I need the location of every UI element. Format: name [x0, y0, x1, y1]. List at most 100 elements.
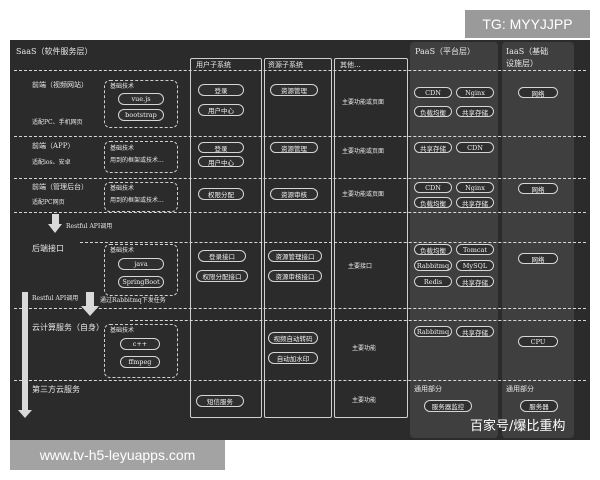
restful-api-label-2: Restful API调用	[32, 295, 79, 302]
web-other-label: 主要功能或页面	[342, 99, 385, 106]
other-header: 其他...	[340, 61, 361, 69]
admin-paas-shared-storage: 共享存储	[456, 197, 494, 208]
iaas-network: 网络	[518, 87, 558, 98]
cloud-compute-title: 云计算服务（自身）	[32, 323, 104, 332]
app-user-login: 登录	[198, 142, 244, 153]
paas-header: PaaS（平台层）	[415, 47, 476, 56]
admin-tech-label: 基础技术	[110, 185, 135, 192]
cloud-tech-group	[104, 324, 178, 378]
paas-nginx: Nginx	[456, 87, 494, 98]
resource-subsystem-header: 资源子系统	[268, 61, 303, 69]
iaas-panel	[502, 42, 574, 438]
cloud-other-label: 主要功能	[352, 345, 377, 352]
down-arrow	[52, 214, 59, 224]
iaas-header-line2: 设施层）	[506, 59, 538, 68]
iaas-common-label: 通用部分	[506, 385, 534, 393]
backend-paas-load-balancer: 负载均衡	[414, 244, 452, 255]
architecture-diagram: SaaS（软件服务层） 用户子系统 资源子系统 其他... PaaS（平台层） …	[10, 40, 590, 440]
row-separator	[14, 308, 586, 309]
user-center: 用户中心	[198, 104, 244, 116]
user-login: 登录	[198, 84, 244, 96]
resource-review-api: 资源审核接口	[268, 270, 322, 282]
row-separator	[14, 178, 586, 179]
paas-common-label: 通用部分	[414, 385, 442, 393]
rabbitmq-dispatch-label: 通过Rabbitmq下发任务	[100, 297, 166, 304]
backend-paas-rabbitmq: Rabbitmq	[414, 260, 452, 271]
app-resource-management: 资源管理	[270, 142, 318, 153]
tech-cpp: c++	[120, 338, 160, 350]
app-paas-cdn: CDN	[456, 142, 494, 153]
restful-api-label-1: Restful API调用	[66, 223, 113, 230]
backend-paas-shared-storage: 共享存储	[456, 276, 494, 287]
row-separator	[14, 136, 586, 137]
backend-iaas-network: 网络	[518, 253, 558, 264]
user-subsystem-column	[190, 58, 262, 418]
user-subsystem-header: 用户子系统	[196, 61, 231, 69]
admin-paas-nginx: Nginx	[456, 182, 494, 193]
admin-tech-group	[104, 182, 178, 212]
admin-paas-load-balancer: 负载均衡	[414, 197, 452, 208]
app-paas-shared-storage: 共享存储	[414, 142, 452, 153]
web-tech-label: 基础技术	[110, 83, 135, 90]
third-party-other-label: 主要功能	[352, 397, 377, 404]
admin-paas-cdn: CDN	[414, 182, 452, 193]
app-tech-label: 基础技术	[110, 145, 135, 152]
cloud-paas-rabbitmq: Rabbitmq	[414, 326, 452, 337]
video-auto-transcode: 视频自动转码	[268, 332, 318, 344]
backend-paas-tomcat: Tomcat	[456, 244, 494, 255]
admin-framework-label: 用到的框架或技术...	[110, 197, 164, 204]
backend-tech-label: 基础技术	[110, 247, 135, 254]
login-api: 登录接口	[198, 250, 246, 262]
cloud-iaas-cpu: CPU	[518, 336, 558, 347]
row-separator	[130, 320, 586, 321]
paas-cdn: CDN	[414, 87, 452, 98]
watermark-text: 百家号/爆比重构	[470, 419, 566, 434]
resource-management-api: 资源管理接口	[268, 250, 322, 262]
third-party-title: 第三方云服务	[32, 385, 80, 394]
paas-panel	[410, 42, 498, 438]
tech-ffmpeg: ffmpeg	[120, 356, 160, 368]
row-separator	[80, 242, 586, 243]
app-frontend-title: 前端（APP）	[32, 142, 75, 150]
resource-subsystem-column	[264, 58, 332, 418]
down-arrow	[22, 292, 28, 412]
down-arrow-head	[81, 306, 99, 316]
cloud-tech-label: 基础技术	[110, 327, 135, 334]
backend-paas-mysql: MySQL	[456, 260, 494, 271]
admin-frontend-title: 前端（管理后台）	[32, 183, 88, 191]
backend-paas-redis: Redis	[414, 276, 452, 287]
row-separator	[14, 212, 586, 213]
site-url-badge: www.tv-h5-leyuapps.com	[10, 440, 225, 470]
resource-management: 资源管理	[270, 84, 318, 96]
down-arrow-head	[18, 410, 32, 418]
web-frontend-title: 前端（视频网站）	[32, 81, 88, 89]
paas-load-balancer: 负载均衡	[414, 106, 452, 117]
backend-tech-group	[104, 244, 178, 296]
admin-other-label: 主要功能或页面	[342, 191, 385, 198]
tech-java: java	[118, 258, 164, 270]
admin-permission-assign: 权限分配	[198, 188, 244, 200]
row-separator	[14, 380, 586, 381]
auto-watermark: 自动加水印	[268, 352, 318, 364]
web-frontend-subtitle: 适配PC、手机网页	[32, 119, 83, 126]
permission-api: 权限分配接口	[196, 270, 248, 282]
admin-iaas-network: 网络	[518, 183, 558, 194]
server-monitoring: 服务器监控	[424, 400, 472, 412]
iaas-header-line1: IaaS（基础	[506, 47, 549, 56]
saas-header: SaaS（软件服务层）	[16, 47, 93, 56]
web-tech-group	[104, 80, 178, 128]
server: 服务器	[520, 400, 558, 412]
tech-vuejs: vue.js	[118, 93, 164, 105]
backend-other-label: 主要接口	[348, 263, 373, 270]
row-separator	[14, 70, 586, 71]
down-arrow	[86, 292, 94, 306]
sms-service: 短信服务	[196, 395, 244, 407]
app-frontend-subtitle: 适配ios、安卓	[32, 159, 71, 166]
backend-title: 后端接口	[32, 244, 64, 253]
admin-resource-review: 资源审核	[270, 188, 318, 200]
admin-frontend-subtitle: 适配PC网页	[32, 199, 65, 206]
tech-springboot: SpringBoot	[118, 276, 164, 288]
paas-shared-storage: 共享存储	[456, 106, 494, 117]
tech-bootstrap: bootstrap	[118, 109, 164, 121]
app-user-center: 用户中心	[198, 156, 244, 167]
